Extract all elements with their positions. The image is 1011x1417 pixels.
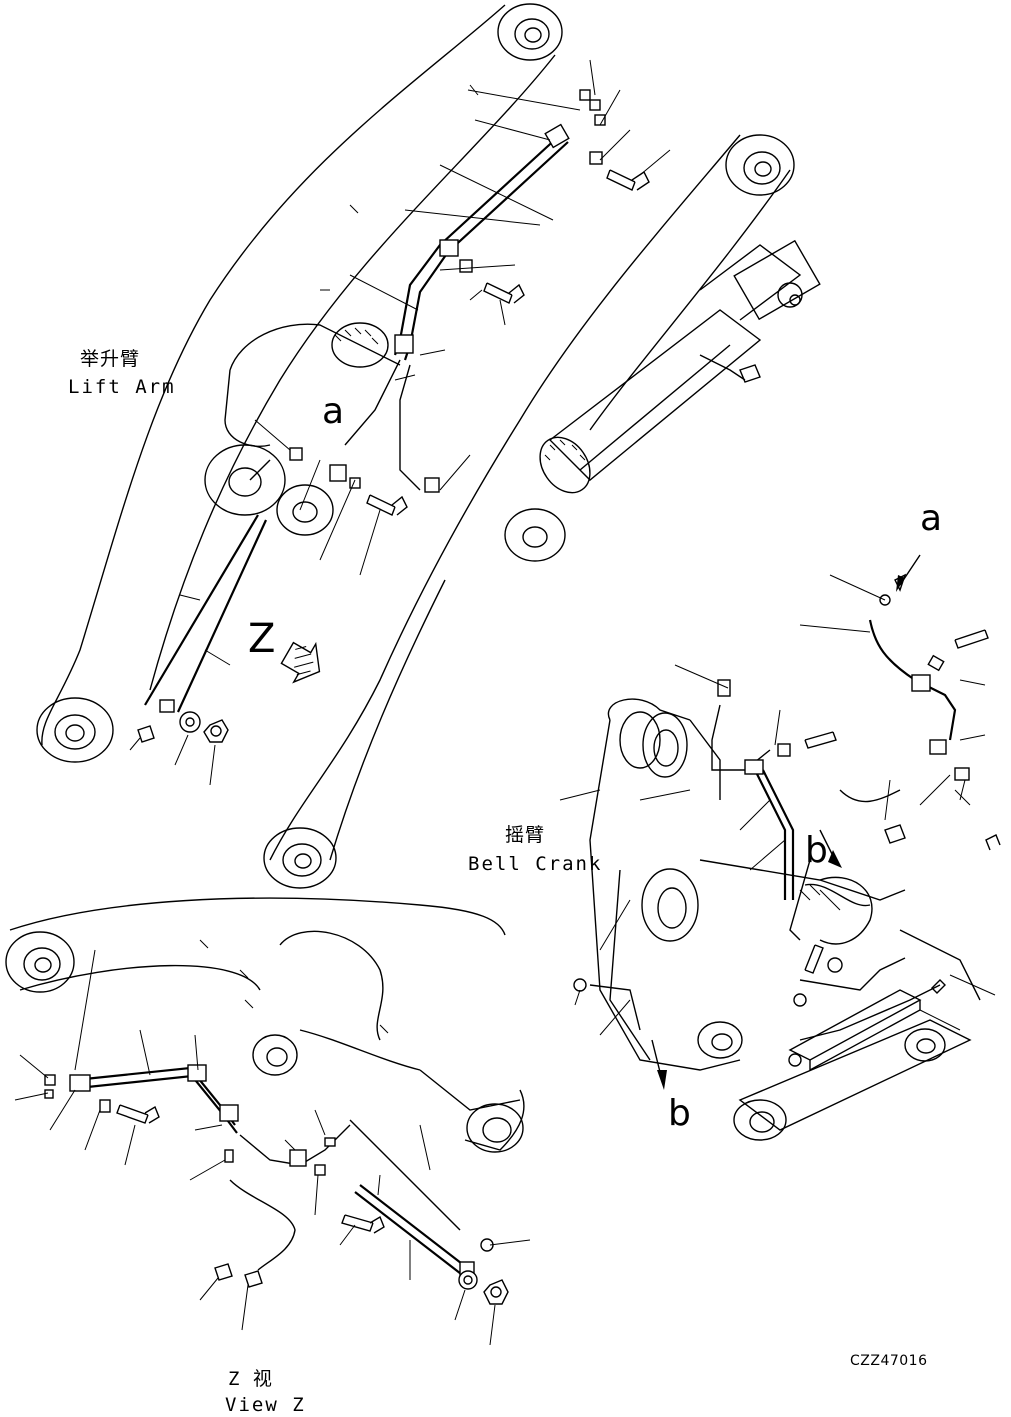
bell-crank-piping <box>589 619 957 1041</box>
lift-cylinder <box>504 239 821 562</box>
view-z-hardware <box>44 1074 509 1305</box>
view-z-leaders <box>14 949 531 1346</box>
bell-crank-outline <box>589 698 981 1071</box>
lift-arm-piping <box>144 123 570 713</box>
bell-crank-link <box>733 989 972 1141</box>
lift-arm-leaders <box>129 59 671 786</box>
view-z-label-en: View Z <box>225 1394 306 1416</box>
bell-crank-hardware <box>573 573 1001 1067</box>
bell-crank-leaders <box>559 574 996 1036</box>
callout-a-detail: a <box>920 498 943 539</box>
lift-arm-outline <box>36 3 563 763</box>
view-z-label-cn: Z 视 <box>228 1368 273 1390</box>
bell-crank-label-cn: 摇臂 <box>505 824 546 846</box>
callout-a-main: a <box>322 391 345 432</box>
view-z-piping <box>69 1064 475 1278</box>
lift-arm-label-cn: 举升臂 <box>80 348 141 370</box>
hatched-arrow-icon <box>280 641 321 684</box>
view-z-arm <box>5 897 525 1153</box>
lift-arm-hardware <box>137 89 650 743</box>
b-arrows <box>651 554 921 1090</box>
callout-b-top: b <box>805 830 828 871</box>
bell-crank-label-en: Bell Crank <box>468 853 603 875</box>
cross-tube <box>204 322 401 536</box>
right-lift-arm <box>263 134 795 889</box>
view-arrow-label: Z <box>248 616 276 662</box>
lift-arm-label-en: Lift Arm <box>68 376 176 398</box>
callout-b-bottom: b <box>668 1093 691 1134</box>
drawing-code: CZZ47016 <box>850 1353 928 1369</box>
